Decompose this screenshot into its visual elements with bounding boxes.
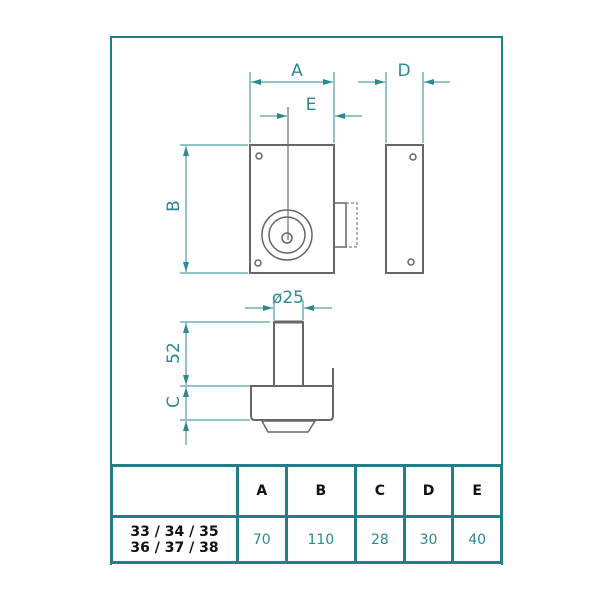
- header-d: D: [402, 464, 455, 518]
- label-a: A: [291, 61, 303, 81]
- header-e: E: [451, 464, 503, 518]
- value-a: 70: [236, 515, 288, 564]
- label-stem-length: 52: [164, 342, 184, 364]
- lock-side-view: [385, 144, 424, 274]
- header-a: A: [236, 464, 288, 518]
- empty-header-cell: [110, 464, 239, 518]
- value-e: 40: [451, 515, 503, 564]
- label-d: D: [397, 61, 410, 81]
- label-c: C: [164, 396, 184, 408]
- lock-outlines: [249, 144, 424, 433]
- cylinder-stem: [273, 321, 304, 387]
- value-d: 30: [402, 515, 455, 564]
- lock-front-view: [249, 144, 335, 274]
- lock-body-bottom: [250, 385, 334, 421]
- latch-bolt: [333, 202, 347, 248]
- label-e: E: [306, 95, 317, 115]
- model-line-1: 33 / 34 / 35: [130, 523, 219, 540]
- value-c: 28: [354, 515, 406, 564]
- header-b: B: [284, 464, 358, 518]
- cylinder-rose: [260, 420, 317, 433]
- model-line-2: 36 / 37 / 38: [130, 539, 219, 556]
- label-b: B: [164, 200, 184, 212]
- dimension-lines: [180, 72, 450, 445]
- keyhole-icon: [281, 232, 293, 244]
- header-c: C: [354, 464, 406, 518]
- value-b: 110: [284, 515, 358, 564]
- label-diameter: ø25: [272, 288, 304, 308]
- drawing-frame: [110, 36, 503, 565]
- cylinder-outer: [261, 209, 313, 261]
- table-header-row: A B C D E: [110, 464, 503, 518]
